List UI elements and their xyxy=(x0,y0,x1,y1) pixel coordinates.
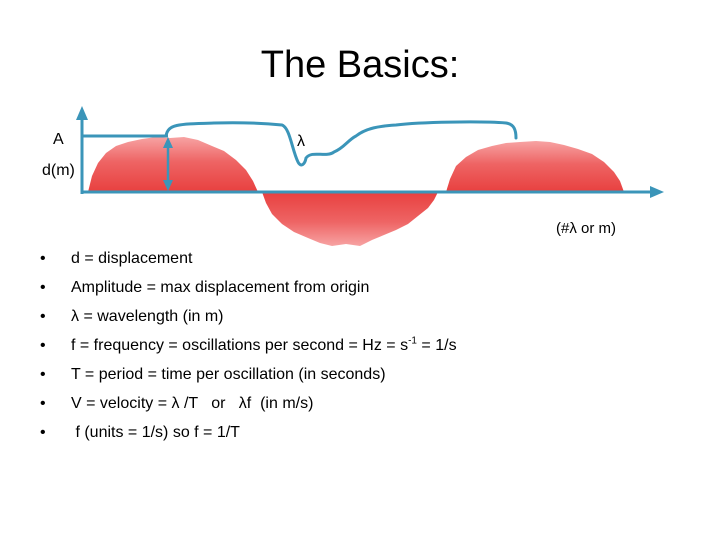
bullet-dot: • xyxy=(40,422,46,444)
wave-crest-right xyxy=(446,141,624,192)
x-axis-label: (#λ or m) xyxy=(556,220,616,237)
bullet-dot: • xyxy=(40,393,46,415)
bullet-text: V = velocity = λ /T or λf (in m/s) xyxy=(71,395,313,412)
bullet-dot: • xyxy=(40,277,46,299)
bullet-text: d = displacement xyxy=(71,250,192,267)
displacement-axis-label: d(m) xyxy=(42,162,75,180)
bullet-text-post: = 1/s xyxy=(417,337,457,354)
x-axis-arrowhead xyxy=(650,186,664,198)
bullet-dot: • xyxy=(40,248,46,270)
bullet-item: • f (units = 1/s) so f = 1/T xyxy=(40,422,457,451)
bullet-item: • Amplitude = max displacement from origi… xyxy=(40,277,457,306)
bullet-item: • λ = wavelength (in m) xyxy=(40,306,457,335)
bullet-item: • V = velocity = λ /T or λf (in m/s) xyxy=(40,393,457,422)
bullet-text: f (units = 1/s) so f = 1/T xyxy=(71,424,240,441)
bullet-item: • d = displacement xyxy=(40,248,457,277)
bullet-superscript: -1 xyxy=(408,336,417,347)
wavelength-label: λ xyxy=(297,133,305,151)
y-axis-arrowhead xyxy=(76,106,88,120)
amplitude-label: A xyxy=(53,131,64,149)
bullet-text-pre: f = frequency = oscillations per second … xyxy=(71,337,408,354)
bullet-text: λ = wavelength (in m) xyxy=(71,308,224,325)
bullet-dot: • xyxy=(40,335,46,357)
wave-trough xyxy=(262,192,438,246)
bullet-list: • d = displacement • Amplitude = max displ… xyxy=(40,248,457,451)
bullet-dot: • xyxy=(40,364,46,386)
bullet-text: Amplitude = max displacement from origin xyxy=(71,279,369,296)
bullet-item: • f = frequency = oscillations per second… xyxy=(40,335,457,364)
bullet-text: T = period = time per oscillation (in se… xyxy=(71,366,386,383)
bullet-dot: • xyxy=(40,306,46,328)
wave-crest-left xyxy=(88,137,258,192)
bullet-item: • T = period = time per oscillation (in s… xyxy=(40,364,457,393)
